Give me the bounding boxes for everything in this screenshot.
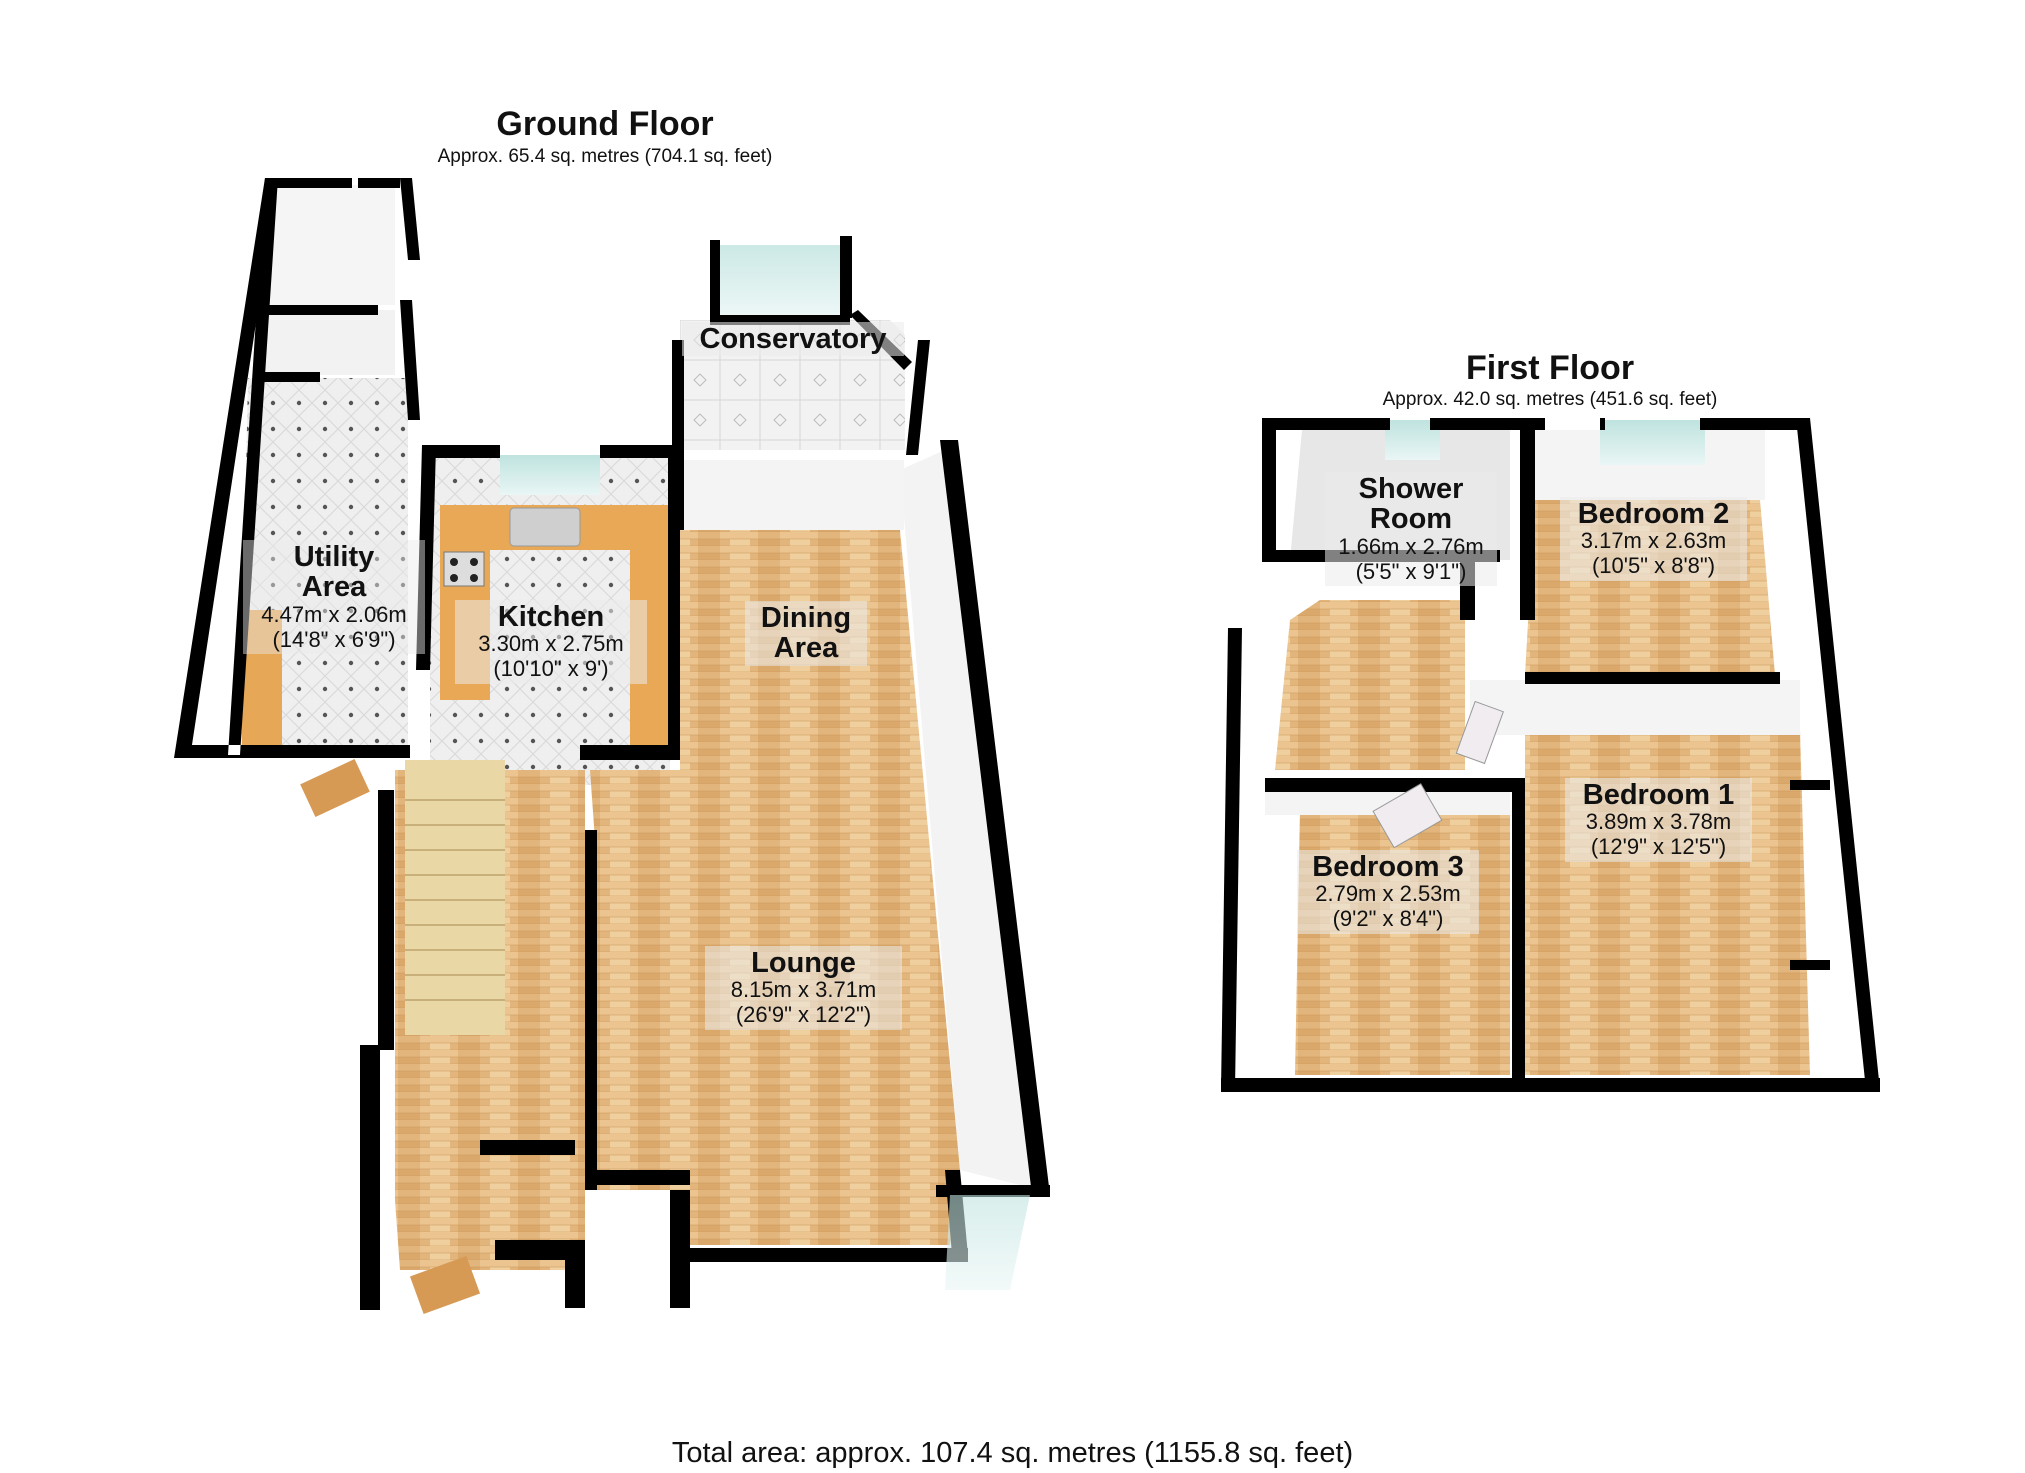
- room-name: Area: [773, 632, 839, 665]
- first-floor-area: Approx. 42.0 sq. metres (451.6 sq. feet): [1382, 389, 1718, 410]
- first-floor-plan: [1221, 418, 1880, 1092]
- ground-floor-title: Ground Floor: [496, 105, 714, 143]
- room-label-lounge: Lounge 8.15m x 3.71m (26'9" x 12'2"): [705, 946, 902, 1030]
- store-room-top: [265, 185, 395, 305]
- bedroom-1-wall-face: [1470, 680, 1800, 735]
- first-floor-title: First Floor: [1465, 349, 1635, 387]
- bedroom-2-window: [1600, 420, 1705, 465]
- room-name: Kitchen: [497, 601, 605, 633]
- utility-worktop: [242, 610, 282, 755]
- room-name: Lounge: [751, 947, 856, 979]
- conservatory-glass: [710, 245, 850, 318]
- room-label-shower-room: Shower Room 1.66m x 2.76m (5'5" x 9'1"): [1325, 472, 1497, 587]
- room-dimensions-metric: 2.79m x 2.53m: [1315, 881, 1461, 907]
- total-area: Total area: approx. 107.4 sq. metres (11…: [671, 1437, 1354, 1469]
- room-label-conservatory: Conservatory: [682, 322, 904, 357]
- room-dimensions-metric: 3.89m x 3.78m: [1585, 809, 1732, 835]
- room-name: Room: [1369, 503, 1453, 536]
- room-name: Shower: [1358, 473, 1464, 505]
- room-dimensions-metric: 3.30m x 2.75m: [478, 631, 624, 657]
- store-room-middle: [255, 310, 395, 375]
- room-dimensions-imperial: (9'2" x 8'4"): [1332, 906, 1444, 932]
- room-name: Utility: [293, 541, 375, 573]
- room-dimensions-metric: 8.15m x 3.71m: [730, 977, 877, 1003]
- staircase: [405, 760, 505, 1035]
- room-name: Conservatory: [699, 323, 887, 355]
- dining-lounge-right-wall-face: [900, 450, 1040, 1190]
- room-label-dining-area: Dining Area: [745, 601, 867, 666]
- ground-floor-plan: [174, 178, 1050, 1315]
- utility-back-door[interactable]: [300, 759, 370, 817]
- ground-floor-area: Approx. 65.4 sq. metres (704.1 sq. feet): [437, 146, 773, 167]
- dining-inner-wall: [684, 460, 904, 530]
- bay-window: [945, 1195, 1030, 1290]
- room-name: Area: [301, 571, 367, 604]
- room-label-bedroom-3: Bedroom 3 2.79m x 2.53m (9'2" x 8'4"): [1297, 850, 1479, 934]
- room-dimensions-metric: 4.47m x 2.06m: [261, 601, 407, 627]
- room-dimensions-imperial: (10'5" x 8'8"): [1591, 553, 1716, 579]
- hallway-walls: [360, 790, 585, 1310]
- room-dimensions-imperial: (26'9" x 12'2"): [735, 1002, 872, 1028]
- hob-icon: [443, 551, 485, 587]
- room-dimensions-imperial: (5'5" x 9'1"): [1355, 558, 1467, 584]
- room-dimensions-metric: 3.17m x 2.63m: [1580, 528, 1727, 554]
- room-name: Bedroom 1: [1582, 779, 1735, 811]
- room-label-bedroom-2: Bedroom 2 3.17m x 2.63m (10'5" x 8'8"): [1560, 497, 1747, 581]
- sink-icon: [509, 507, 581, 547]
- room-dimensions-imperial: (12'9" x 12'5"): [1590, 834, 1727, 860]
- room-dimensions-imperial: (14'8" x 6'9"): [272, 626, 396, 652]
- room-label-kitchen: Kitchen 3.30m x 2.75m (10'10" x 9'): [455, 600, 647, 684]
- bedroom-1-door[interactable]: [1455, 700, 1504, 765]
- room-name: Bedroom 3: [1312, 851, 1464, 883]
- first-floor-walls: [1221, 418, 1880, 1092]
- kitchen-window: [500, 455, 600, 495]
- front-door[interactable]: [409, 1255, 481, 1315]
- utility-outer-wall: [174, 178, 278, 758]
- room-name: Bedroom 2: [1577, 498, 1730, 530]
- landing-floor: [1275, 600, 1465, 770]
- room-dimensions-metric: 1.66m x 2.76m: [1338, 533, 1484, 559]
- dining-lounge-floor: [590, 530, 960, 1245]
- bedroom-3-door[interactable]: [1372, 783, 1443, 849]
- room-label-utility-area: Utility Area 4.47m x 2.06m (14'8" x 6'9"…: [243, 540, 425, 655]
- room-dimensions-imperial: (10'10" x 9'): [493, 656, 609, 682]
- room-name: Dining: [760, 602, 852, 634]
- room-label-bedroom-1: Bedroom 1 3.89m x 3.78m (12'9" x 12'5"): [1565, 778, 1752, 862]
